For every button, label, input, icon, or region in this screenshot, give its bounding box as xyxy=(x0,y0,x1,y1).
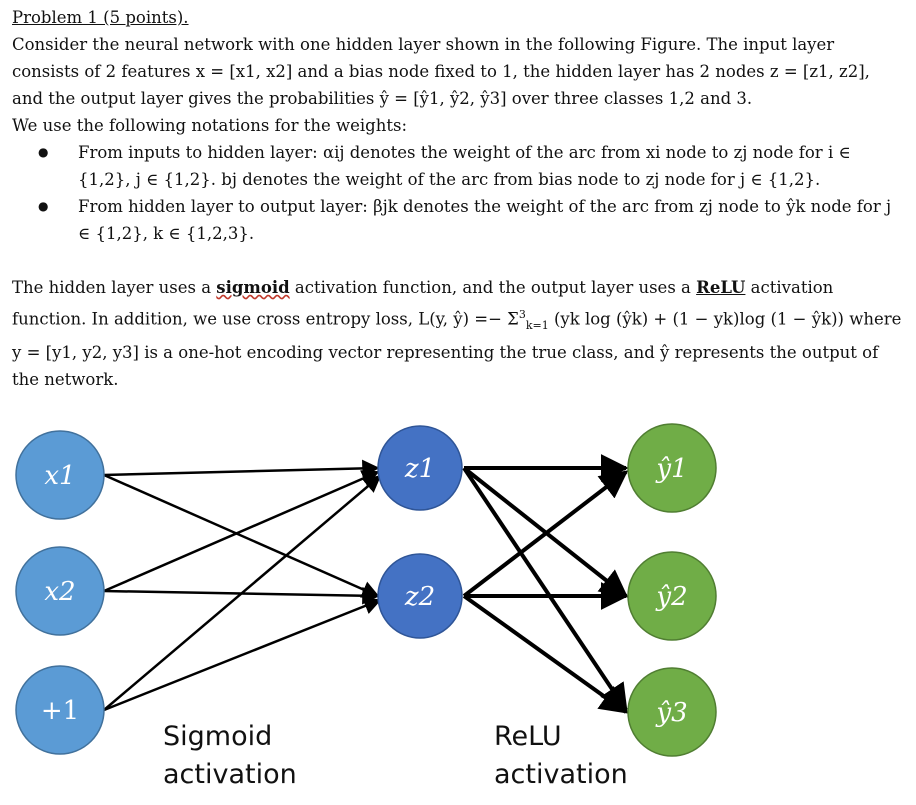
node-z2-label: z2 xyxy=(404,582,435,612)
hidden-layer: z1 z2 xyxy=(377,425,463,639)
para2-text-a: The hidden layer uses a xyxy=(12,278,217,297)
node-y3-label: ŷ3 xyxy=(655,698,687,728)
intro-paragraph: Consider the neural network with one hid… xyxy=(12,35,870,108)
node-y3 xyxy=(627,667,717,757)
sum-subscript: k=1 xyxy=(525,318,549,332)
para2-text-c: activation function. In addition, we use… xyxy=(12,278,834,329)
node-x2 xyxy=(15,546,105,636)
relu-label-line2: activation xyxy=(494,759,628,790)
edge-z1-y3 xyxy=(462,466,628,713)
edge-z2-y3 xyxy=(462,594,629,714)
sigmoid-keyword: sigmoid xyxy=(216,278,290,297)
output-layer: ŷ1 ŷ2 ŷ3 xyxy=(627,423,717,757)
relu-keyword: ReLU xyxy=(696,278,746,297)
node-z1 xyxy=(377,425,463,511)
node-bias xyxy=(15,665,105,755)
bullet-input-to-hidden: From inputs to hidden layer: αij denotes… xyxy=(38,139,902,193)
weight-notation-list: From inputs to hidden layer: αij denotes… xyxy=(12,139,902,247)
problem-title: Problem 1 (5 points). xyxy=(12,8,189,27)
relu-label-line1: ReLU xyxy=(494,721,562,752)
edge-x1-z1 xyxy=(103,459,380,478)
activation-loss-paragraph: The hidden layer uses a sigmoid activati… xyxy=(12,274,902,393)
node-y2 xyxy=(627,551,717,641)
node-z2 xyxy=(377,553,463,639)
node-x2-label: x2 xyxy=(44,577,75,607)
para2-text-d: (yk log (ŷk) + (1 − yk)log (1 − ŷk)) whe… xyxy=(12,309,902,389)
node-y1-label: ŷ1 xyxy=(655,454,687,484)
edge-bias-z2 xyxy=(103,597,382,712)
sigmoid-label-line1: Sigmoid xyxy=(163,721,272,752)
edge-bias-z1 xyxy=(103,474,382,711)
input-hidden-edges xyxy=(103,459,382,712)
node-x1-label: x1 xyxy=(44,461,75,491)
para2-text-b: activation function, and the output laye… xyxy=(289,278,697,297)
neural-network-diagram: x1 x2 +1 z1 z2 ŷ1 ŷ2 ŷ3 Sigmoid activati… xyxy=(15,423,717,790)
edge-x1-z2 xyxy=(103,473,380,598)
node-bias-label: +1 xyxy=(41,696,79,726)
node-z1-label: z1 xyxy=(404,454,435,484)
bullet-hidden-to-output: From hidden layer to output layer: βjk d… xyxy=(38,193,902,247)
sigmoid-label-line2: activation xyxy=(163,759,297,790)
problem-document: Problem 1 (5 points). Consider the neura… xyxy=(12,4,902,393)
input-layer: x1 x2 +1 xyxy=(15,430,105,755)
node-y1 xyxy=(627,423,717,513)
edge-z2-y1 xyxy=(462,470,629,598)
node-y2-label: ŷ2 xyxy=(655,582,687,612)
hidden-output-edges xyxy=(462,454,629,714)
notation-intro: We use the following notations for the w… xyxy=(12,116,408,135)
edge-x2-z1 xyxy=(103,470,380,593)
sum-superscript: 3 xyxy=(518,308,526,321)
node-x1 xyxy=(15,430,105,520)
